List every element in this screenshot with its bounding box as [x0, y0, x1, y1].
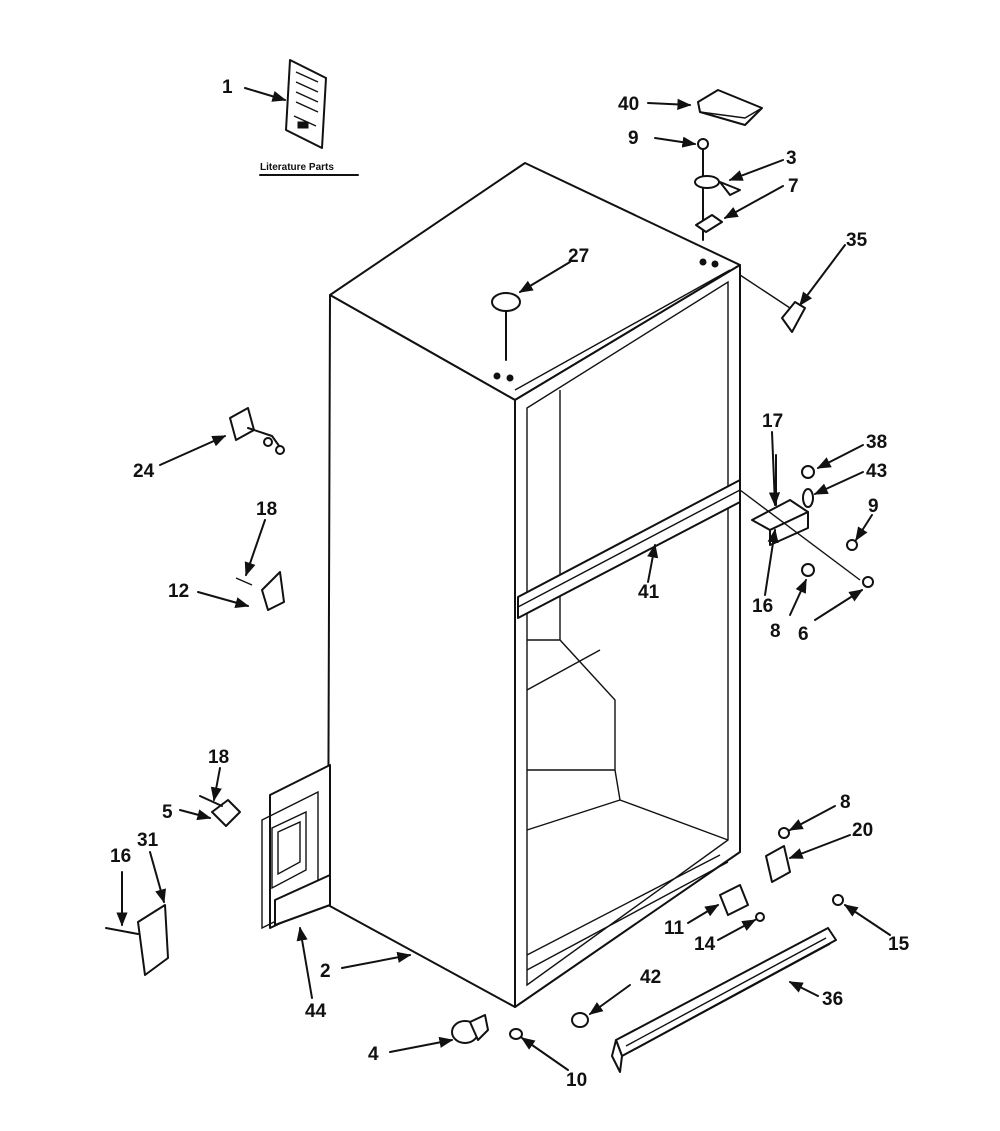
hinge-cover	[697, 89, 763, 126]
callout-9: 9	[628, 128, 639, 149]
callout-labels: 1 40 9 3 7 35 27 24 18 12 17 38 43 9 41 …	[110, 77, 910, 1091]
lower-right-hinge	[765, 827, 844, 906]
callout-14: 14	[694, 934, 716, 955]
callout-12: 12	[168, 581, 189, 602]
top-trim-cap	[739, 274, 806, 333]
callout-3: 3	[786, 148, 797, 169]
callout-40: 40	[618, 94, 639, 115]
callout-42: 42	[640, 967, 661, 988]
top-plug	[491, 292, 521, 361]
callout-41: 41	[638, 582, 660, 603]
callout-36: 36	[822, 989, 843, 1010]
callout-27: 27	[568, 246, 589, 267]
literature-parts-label: Literature Parts	[260, 162, 334, 173]
callout-43: 43	[866, 461, 887, 482]
center-hinge-assembly	[739, 454, 874, 588]
callout-18-lower: 18	[208, 747, 229, 768]
roller-assembly	[451, 1014, 489, 1044]
leader-lines	[116, 87, 891, 1071]
callout-16-lower: 16	[110, 846, 131, 867]
callout-18: 18	[256, 499, 277, 520]
callout-44: 44	[305, 1001, 327, 1022]
literature-parts-icon: Literature Parts	[259, 59, 359, 176]
refrigerator-cabinet	[327, 162, 741, 1008]
rear-access-panel	[261, 764, 331, 930]
hinge-cover-lower	[105, 904, 169, 976]
callout-2: 2	[320, 961, 331, 982]
callout-8: 8	[770, 621, 781, 642]
callout-9-center: 9	[868, 496, 879, 517]
toe-grille	[611, 927, 837, 1073]
callout-1: 1	[222, 77, 233, 98]
toe-grille-clip	[719, 884, 765, 922]
callout-24: 24	[133, 461, 155, 482]
callout-7: 7	[788, 176, 799, 197]
divider-rail	[517, 479, 741, 619]
lower-hinge-bracket	[199, 795, 241, 827]
hinge-bracket	[229, 407, 285, 455]
callout-15: 15	[888, 934, 910, 955]
callout-11: 11	[664, 918, 685, 939]
leveling-screw	[509, 1028, 523, 1040]
callout-4: 4	[368, 1044, 379, 1065]
top-hinge-assembly	[694, 138, 741, 241]
grille-screw	[571, 1012, 589, 1028]
callout-17: 17	[762, 411, 783, 432]
callout-38: 38	[866, 432, 887, 453]
callout-5: 5	[162, 802, 173, 823]
callout-6: 6	[798, 624, 809, 645]
callout-35: 35	[846, 230, 868, 251]
callout-16: 16	[752, 596, 773, 617]
callout-31: 31	[137, 830, 159, 851]
callout-10: 10	[566, 1070, 587, 1091]
callout-20: 20	[852, 820, 873, 841]
door-stop-bracket	[235, 571, 285, 611]
callout-8-lower: 8	[840, 792, 851, 813]
